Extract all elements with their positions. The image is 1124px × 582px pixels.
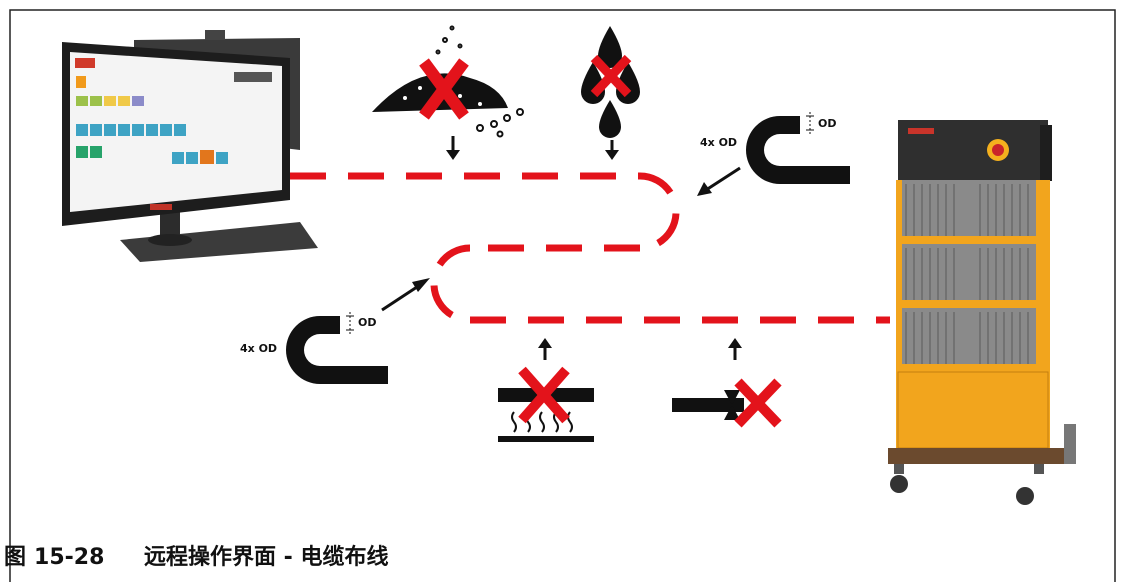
cable-lower-bend — [430, 244, 471, 324]
figure-border — [9, 9, 1116, 582]
figure-title: 远程操作界面 - 电缆布线 — [144, 545, 389, 570]
figure-caption: 图 15-28 远程操作界面 - 电缆布线 — [4, 540, 388, 576]
heat-cross-icon — [518, 366, 570, 424]
bend-pointer-arrow-lower — [381, 278, 430, 312]
bend-pointer-arrow-upper — [697, 166, 741, 196]
valve-arrow-icon — [728, 338, 742, 360]
dirt-arrow-icon — [446, 136, 460, 160]
od-label-lower: OD — [358, 316, 376, 329]
heat-arrow-icon — [538, 338, 552, 360]
bend-radius-callout-upper: OD 4x OD — [697, 112, 850, 196]
hot-runner-controller-cabinet — [888, 120, 1076, 505]
valve-icon — [672, 338, 782, 428]
dirt-cross-icon — [419, 58, 469, 120]
valve-cross-icon — [734, 378, 782, 428]
bend-radius-callout-lower: OD 4x OD — [240, 278, 430, 384]
liquid-drops-icon — [581, 26, 640, 160]
dirt-debris-icon — [372, 25, 524, 160]
bend-radius-u-shape-upper — [746, 116, 850, 184]
bend-radius-label-lower: 4x OD — [240, 342, 277, 355]
heat-source-icon — [498, 338, 594, 442]
figure-number: 15-28 — [34, 545, 105, 570]
operator-monitor-icon — [62, 30, 318, 262]
liquid-cross-icon — [590, 54, 632, 98]
liquid-arrow-icon — [605, 140, 619, 160]
figure-label: 图 — [4, 545, 27, 570]
bend-radius-label-upper: 4x OD — [700, 136, 737, 149]
bend-radius-u-shape-lower — [286, 316, 388, 384]
cable-route — [290, 172, 890, 324]
cable-upper-bend — [639, 172, 680, 252]
od-label-upper: OD — [818, 117, 836, 130]
